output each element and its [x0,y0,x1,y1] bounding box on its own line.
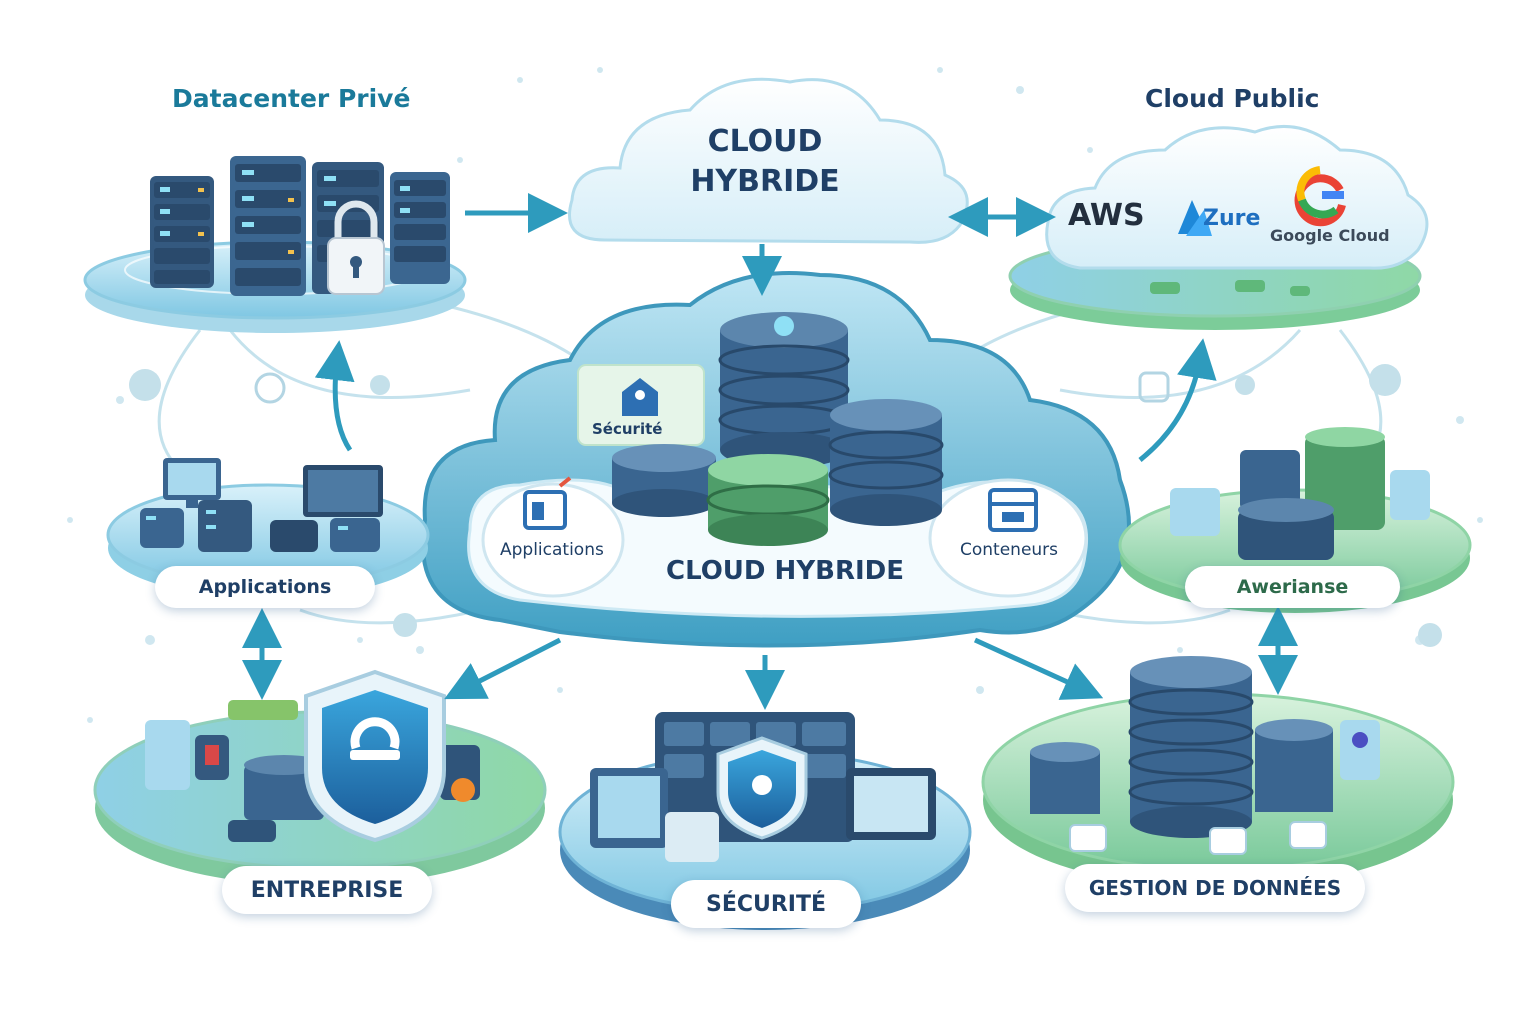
aws-logo: AWS [1068,198,1145,233]
center-security-tag: Sécurité [592,420,663,438]
containers-icon [988,488,1038,532]
applications-icon [523,476,572,530]
security-label: SÉCURITÉ [671,880,861,928]
background-particles [67,67,1483,723]
security-tag-icon [622,378,658,416]
gear-icon [129,364,1442,647]
private-datacenter-title: Datacenter Privé [172,84,411,113]
top-cloud-line2: HYBRIDE [690,164,840,199]
data-database-stacks [1030,656,1380,855]
google-logo-icon [1294,166,1346,227]
right-middle-label: Awerianse [1185,566,1400,608]
security-shield-icon [716,736,808,840]
shield-icon [304,669,446,843]
azure-logo: Zure [1203,206,1261,231]
center-cloud-title: CLOUD HYBRIDE [665,556,904,586]
enterprise-label: ENTREPRISE [222,866,432,914]
security-equipment [590,712,936,862]
top-cloud [567,77,969,244]
data-management-label: GESTION DE DONNÉES [1065,864,1365,912]
google-cloud-logo: Google Cloud [1270,226,1390,245]
monitor-icon [163,458,383,517]
applications-label: Applications [155,566,375,608]
center-containers-label: Conteneurs [960,540,1059,560]
enterprise-servers [145,700,480,842]
padlock-icon [327,200,385,295]
flow-arrows [242,193,1298,710]
public-cloud-title: Cloud Public [1145,84,1320,113]
top-cloud-line1: CLOUD [707,124,823,159]
app-servers [140,500,380,552]
center-applications-label: Applications [500,540,604,560]
central-database-stack [612,312,944,546]
server-rack-group [150,156,450,296]
right-middle-servers [1170,427,1430,560]
azure-logo-icon [1178,200,1212,236]
robot-icon [254,371,1170,404]
public-cloud [1045,124,1429,270]
